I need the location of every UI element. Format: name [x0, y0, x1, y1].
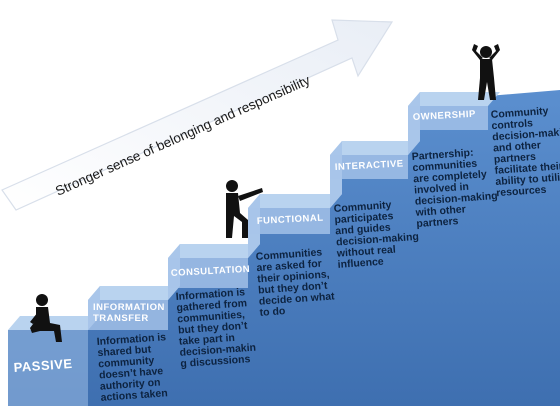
step-panel-3 [168, 258, 248, 288]
description-line: doesn’t have [99, 365, 164, 381]
description-line: authority on [99, 376, 160, 392]
step-top-6 [408, 92, 500, 106]
step-label-information-transfer-1: INFORMATION [93, 302, 165, 313]
step-panel-2 [88, 300, 168, 330]
description-line: influence [337, 256, 384, 271]
description-line: shared but [97, 343, 152, 359]
step-top-3 [168, 244, 260, 258]
description-line: controls [491, 117, 533, 132]
celebrating-person-icon [472, 44, 500, 100]
step-panel-5 [330, 155, 408, 179]
description-line: participates [334, 210, 394, 226]
description-line: Communities [255, 246, 322, 263]
step-label-ownership: OWNERSHIP [413, 109, 477, 123]
description-line: their opinions, [257, 268, 330, 285]
description-line: g discussions [180, 353, 251, 370]
climbing-person-icon [226, 180, 263, 238]
step-label-consultation: CONSULTATION [171, 264, 251, 279]
description-line: decision-making [414, 190, 497, 208]
description-line: are completely [413, 168, 487, 185]
sitting-person-icon [30, 294, 62, 342]
description-line: partners [493, 151, 536, 166]
step-label-interactive: INTERACTIVE [335, 158, 404, 173]
description-line: are asked for [256, 258, 322, 275]
description-line: communities [412, 158, 478, 174]
description-line: Community [333, 199, 392, 215]
step-top-4 [248, 194, 342, 208]
description-line: to do [259, 305, 285, 319]
description-line: decision-making [336, 231, 419, 249]
description-line: and other [493, 139, 542, 154]
step-descriptions: Information isshared butcommunitydoesn’t… [96, 103, 560, 404]
description-line: Partnership: [411, 147, 474, 163]
step-top-2 [88, 286, 180, 300]
staircase [8, 90, 560, 406]
description-line: involved in [414, 181, 470, 197]
description-line: with other [414, 203, 466, 219]
step-description-3: Communitiesare asked fortheir opinions,b… [255, 246, 336, 319]
description-line: partners [416, 215, 459, 230]
step-description-1: Information isshared butcommunitydoesn’t… [96, 331, 170, 404]
description-line: decision-makin [179, 342, 256, 359]
description-line: communities, [177, 309, 245, 326]
description-line: facilitate their [494, 160, 560, 177]
description-line: community [98, 354, 155, 370]
staircase-body [8, 90, 560, 406]
step-label-functional: FUNCTIONAL [257, 213, 324, 227]
description-line: decision-making [492, 126, 560, 144]
step-top-5 [330, 141, 420, 155]
step-description-6: Communitycontrolsdecision-makingand othe… [490, 103, 560, 199]
step-label-information-transfer-2: TRANSFER [93, 313, 149, 324]
step-description-2: Information isgathered fromcommunities,b… [175, 286, 257, 370]
description-line: without real [335, 244, 396, 260]
description-line: Information is [96, 331, 166, 348]
description-line: Community [490, 105, 549, 121]
description-line: ability to utilise [495, 171, 560, 188]
arrow-label: Stronger sense of belonging and responsi… [53, 72, 312, 198]
description-line: resources [496, 184, 547, 199]
description-line: decide on what [258, 290, 335, 307]
step-panel-6 [408, 106, 488, 130]
description-line: Information is [175, 286, 245, 303]
description-line: actions taken [100, 387, 168, 404]
step-label-passive: PASSIVE [13, 356, 73, 375]
step-top-1 [8, 316, 100, 330]
step-panel-4 [248, 208, 330, 234]
step-panel-1 [8, 330, 88, 406]
description-line: but they don’t [258, 280, 329, 297]
step-description-4: Communityparticipatesand guidesdecision-… [332, 197, 420, 271]
description-line: but they don’t [178, 320, 249, 337]
description-line: gathered from [176, 297, 247, 314]
description-line: and guides [335, 221, 391, 237]
step-description-5: Partnership:communitiesare completelyinv… [410, 145, 499, 230]
description-line: take part in [178, 332, 235, 348]
